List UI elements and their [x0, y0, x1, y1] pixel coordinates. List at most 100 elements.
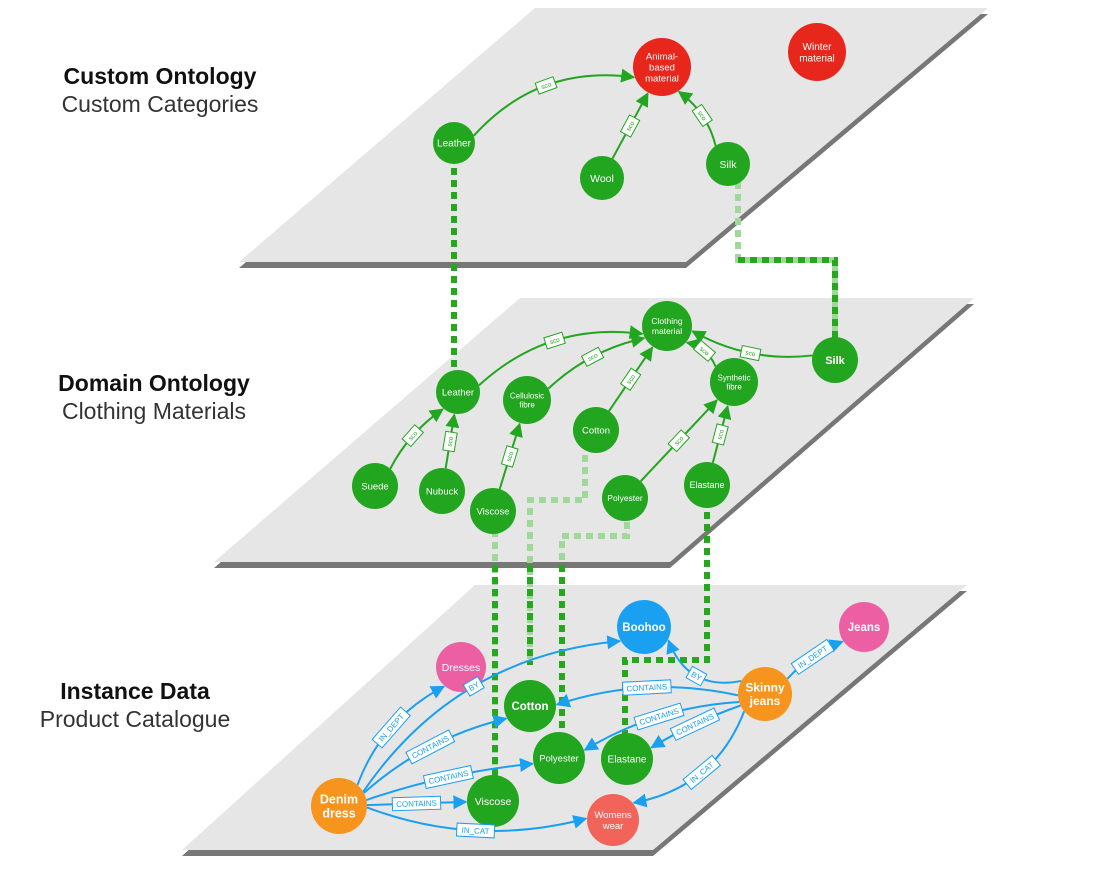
edge-label-sco: sco	[619, 367, 642, 391]
edge-label-box	[580, 346, 605, 368]
node-label: Silk	[720, 159, 738, 171]
edge-label-text: CONTAINS	[396, 799, 437, 809]
node-circle	[433, 122, 475, 164]
node-circle	[812, 337, 858, 383]
node-label: Skinny	[745, 680, 785, 694]
node-domain-cotton[interactable]: Cotton	[573, 407, 619, 453]
node-circle	[633, 38, 691, 96]
node-domain-polyester[interactable]: Polyester	[602, 475, 648, 521]
edge-label-text: sco	[716, 429, 725, 441]
node-label: Animal-	[646, 51, 678, 62]
edge-label-contains: CONTAINS	[621, 679, 672, 696]
edge-label-box	[692, 339, 717, 362]
node-domain-leather[interactable]: Leather	[436, 370, 480, 414]
edge-label-text: sco	[540, 81, 552, 91]
edge-label-box	[619, 114, 641, 138]
node-circle	[587, 794, 639, 846]
edge-label-text: sco	[447, 436, 456, 447]
node-circle	[503, 376, 551, 424]
node-domain-nubuck[interactable]: Nubuck	[419, 468, 465, 514]
edge-label-box	[462, 675, 485, 697]
edge-label-text: sco	[625, 120, 636, 133]
edge-label-box	[711, 423, 729, 446]
node-label: Nubuck	[426, 486, 458, 497]
node-circle	[788, 23, 846, 81]
node-circle	[738, 667, 792, 721]
edge-label-sco: sco	[442, 430, 458, 453]
edge-label-in_cat: IN_CAT	[455, 822, 496, 839]
edge-label-box	[739, 345, 762, 362]
node-label: jeans	[749, 694, 781, 708]
node-circle	[580, 156, 624, 200]
custom-ontology-subtitle: Custom Categories	[61, 91, 259, 117]
edge-label-box	[391, 795, 442, 812]
edge-label-text: sco	[626, 373, 638, 386]
node-domain-silk[interactable]: Silk	[812, 337, 858, 383]
instance-data-heading: Instance Data Product Catalogue	[0, 677, 285, 733]
node-circle	[601, 733, 653, 785]
node-inst-polyester[interactable]: Polyester	[533, 732, 585, 784]
node-inst-boohoo[interactable]: Boohoo	[617, 600, 671, 654]
node-domain-suede[interactable]: Suede	[352, 463, 398, 509]
node-circle	[617, 600, 671, 654]
edge-label-text: sco	[506, 450, 516, 462]
node-label: Elastane	[689, 480, 724, 490]
node-circle	[470, 488, 516, 534]
node-label: Polyester	[539, 753, 579, 764]
custom-ontology-title: Custom Ontology	[63, 63, 257, 89]
node-domain-elastane[interactable]: Elastane	[684, 462, 730, 508]
node-circle	[839, 602, 889, 652]
edge-label-by: BY	[685, 665, 708, 687]
edge-label-sco: sco	[543, 331, 566, 350]
node-domain-viscose[interactable]: Viscose	[470, 488, 516, 534]
edge-label-sco: sco	[667, 429, 691, 453]
node-label: dress	[322, 807, 355, 821]
node-inst-elastane[interactable]: Elastane	[601, 733, 653, 785]
edge-label-box	[790, 638, 835, 676]
edge-label-box	[534, 76, 558, 95]
edge-label-box	[543, 331, 566, 350]
node-circle	[602, 475, 648, 521]
instance-plane	[182, 585, 967, 850]
node-inst-cotton[interactable]: Cotton	[504, 680, 556, 732]
node-circle	[311, 778, 367, 834]
node-label: Synthetic	[718, 373, 751, 382]
node-label: Polyester	[607, 493, 643, 503]
node-label: Cotton	[511, 701, 548, 713]
edge-label-box	[682, 754, 722, 791]
node-label: Viscose	[475, 796, 512, 808]
instance-data-title: Instance Data	[60, 678, 210, 704]
node-custom-wool[interactable]: Wool	[580, 156, 624, 200]
node-inst-jeans[interactable]: Jeans	[839, 602, 889, 652]
node-label: Leather	[442, 387, 474, 398]
node-label: Cellulosic	[510, 391, 544, 400]
node-label: Suede	[361, 481, 388, 492]
node-label: material	[799, 53, 835, 64]
node-custom-silk[interactable]: Silk	[706, 142, 750, 186]
node-label: Womens	[594, 810, 632, 821]
node-label: fibre	[726, 382, 742, 391]
node-custom-leather[interactable]: Leather	[433, 122, 475, 164]
edge-label-text: sco	[745, 349, 757, 358]
edge-label-contains: CONTAINS	[391, 795, 442, 812]
edge-label-text: sco	[587, 352, 600, 363]
edge-label-box	[669, 707, 721, 742]
edge-label-sco: sco	[580, 346, 605, 368]
node-circle	[706, 142, 750, 186]
node-inst-viscose[interactable]: Viscose	[467, 775, 519, 827]
node-label: Leather	[437, 139, 472, 150]
node-label: Clothing	[651, 316, 682, 326]
node-label: Silk	[825, 355, 845, 367]
edge-label-text: IN_CAT	[461, 826, 489, 836]
node-circle	[573, 407, 619, 453]
